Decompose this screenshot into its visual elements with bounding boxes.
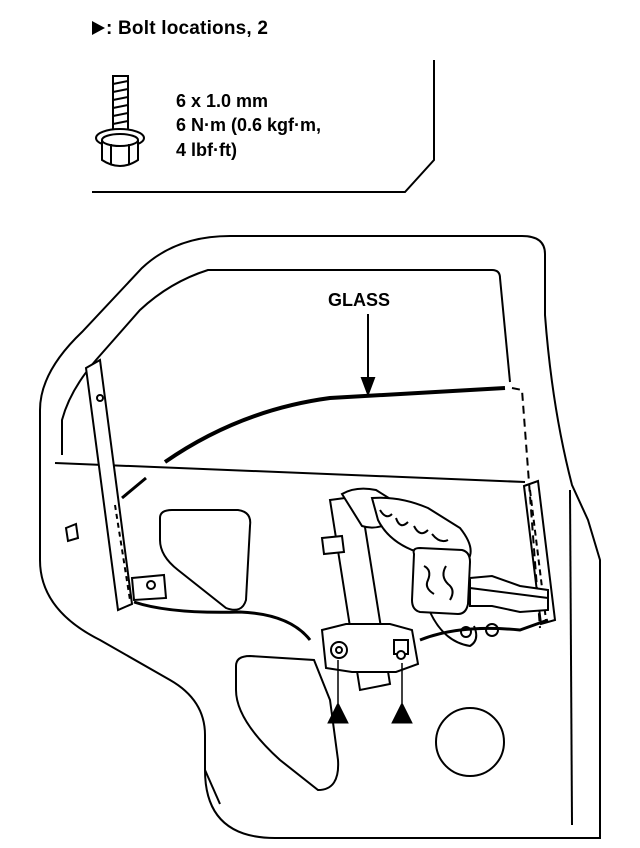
legend-box xyxy=(92,60,435,193)
front-run-channel xyxy=(64,358,168,612)
door-panel xyxy=(39,235,601,839)
bolt-size-text: 6 x 1.0 mm xyxy=(176,91,269,111)
black-triangle-icon xyxy=(327,701,349,724)
legend-title-text: : Bolt locations, 2 xyxy=(106,18,269,39)
black-triangle-icon xyxy=(92,21,105,35)
glass-lift-bracket xyxy=(320,623,420,673)
legend-title: : Bolt locations, 2 xyxy=(92,19,268,38)
regulator-mechanism xyxy=(370,496,549,648)
bolt-torque-text-line2: 4 lbf·ft) xyxy=(176,140,237,160)
bolt-location-markers xyxy=(327,660,413,724)
glass-leader-arrow xyxy=(360,314,376,397)
glass-callout-label: GLASS xyxy=(328,290,391,310)
service-holes xyxy=(159,509,505,792)
rear-run-channel xyxy=(511,387,557,629)
bolt-torque-text-line1: 6 N·m (0.6 kgf·m, xyxy=(176,115,322,135)
black-triangle-icon xyxy=(391,701,413,724)
bolt-icon xyxy=(95,75,145,167)
glass-upper-edge xyxy=(121,386,506,500)
